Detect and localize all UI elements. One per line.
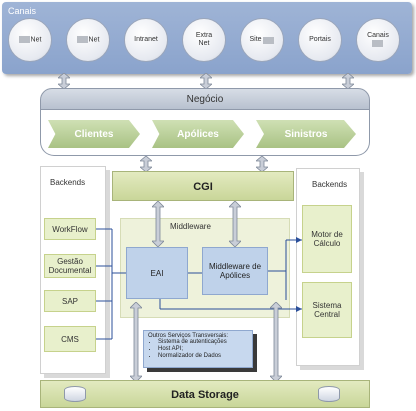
canal-net-1[interactable]: Net <box>8 18 52 62</box>
outros-servicos-title: Outros Serviços Transversais: <box>148 333 229 339</box>
canal-canais[interactable]: Canais <box>356 18 400 62</box>
canal-portais[interactable]: Portais <box>298 18 342 62</box>
backends-right-title: Backends <box>312 180 348 189</box>
canal-intranet[interactable]: Intranet <box>124 18 168 62</box>
double-arrow-icon <box>140 156 152 172</box>
eai-box[interactable]: EAI <box>126 247 188 299</box>
backend-sistema-central[interactable]: Sistema Central <box>302 282 352 338</box>
backend-motor-calculo[interactable]: Motor de Cálculo <box>302 205 352 273</box>
chip-icon <box>262 36 274 44</box>
chip-icon <box>76 35 88 43</box>
backends-left-title: Backends <box>50 178 86 187</box>
chevron-apolices[interactable]: Apólices <box>152 120 244 148</box>
double-arrow-icon <box>152 201 164 247</box>
middleware-title: Middleware <box>170 222 211 231</box>
chip-icon <box>371 39 383 47</box>
backend-cms[interactable]: CMS <box>44 326 96 352</box>
negocio-header: Negócio <box>40 88 370 110</box>
chevron-sinistros[interactable]: Sinistros <box>256 120 356 148</box>
backend-workflow[interactable]: WorkFlow <box>44 218 96 240</box>
database-icon <box>318 386 340 402</box>
outros-servicos-item: Sistema de autenticações <box>158 339 248 346</box>
database-icon <box>64 386 86 402</box>
double-arrow-icon <box>256 156 268 172</box>
chevron-clientes[interactable]: Clientes <box>48 120 140 148</box>
canal-site[interactable]: Site <box>240 18 284 62</box>
middleware-apolices-box[interactable]: Middleware de Apólices <box>202 247 268 295</box>
double-arrow-icon <box>229 201 241 247</box>
data-storage-bar[interactable]: Data Storage <box>40 380 370 408</box>
canal-net-2[interactable]: Net <box>66 18 110 62</box>
backend-sap[interactable]: SAP <box>44 290 96 312</box>
outros-servicos-item: Host API; <box>158 346 248 353</box>
canais-title: Canais <box>8 6 37 16</box>
double-arrow-icon <box>130 302 142 382</box>
outros-servicos-box: Outros Serviços Transversais: Sistema de… <box>143 330 253 368</box>
double-arrow-icon <box>342 73 354 89</box>
outros-servicos-item: Normalizador de Dados <box>158 353 248 360</box>
double-arrow-icon <box>200 73 212 89</box>
cgi-bar[interactable]: CGI <box>112 171 294 201</box>
backend-gestao-documental[interactable]: Gestão Documental <box>44 254 96 278</box>
chip-icon <box>18 35 30 43</box>
double-arrow-icon <box>58 73 70 89</box>
double-arrow-icon <box>270 302 282 382</box>
canal-extranet[interactable]: Extra Net <box>182 18 226 62</box>
